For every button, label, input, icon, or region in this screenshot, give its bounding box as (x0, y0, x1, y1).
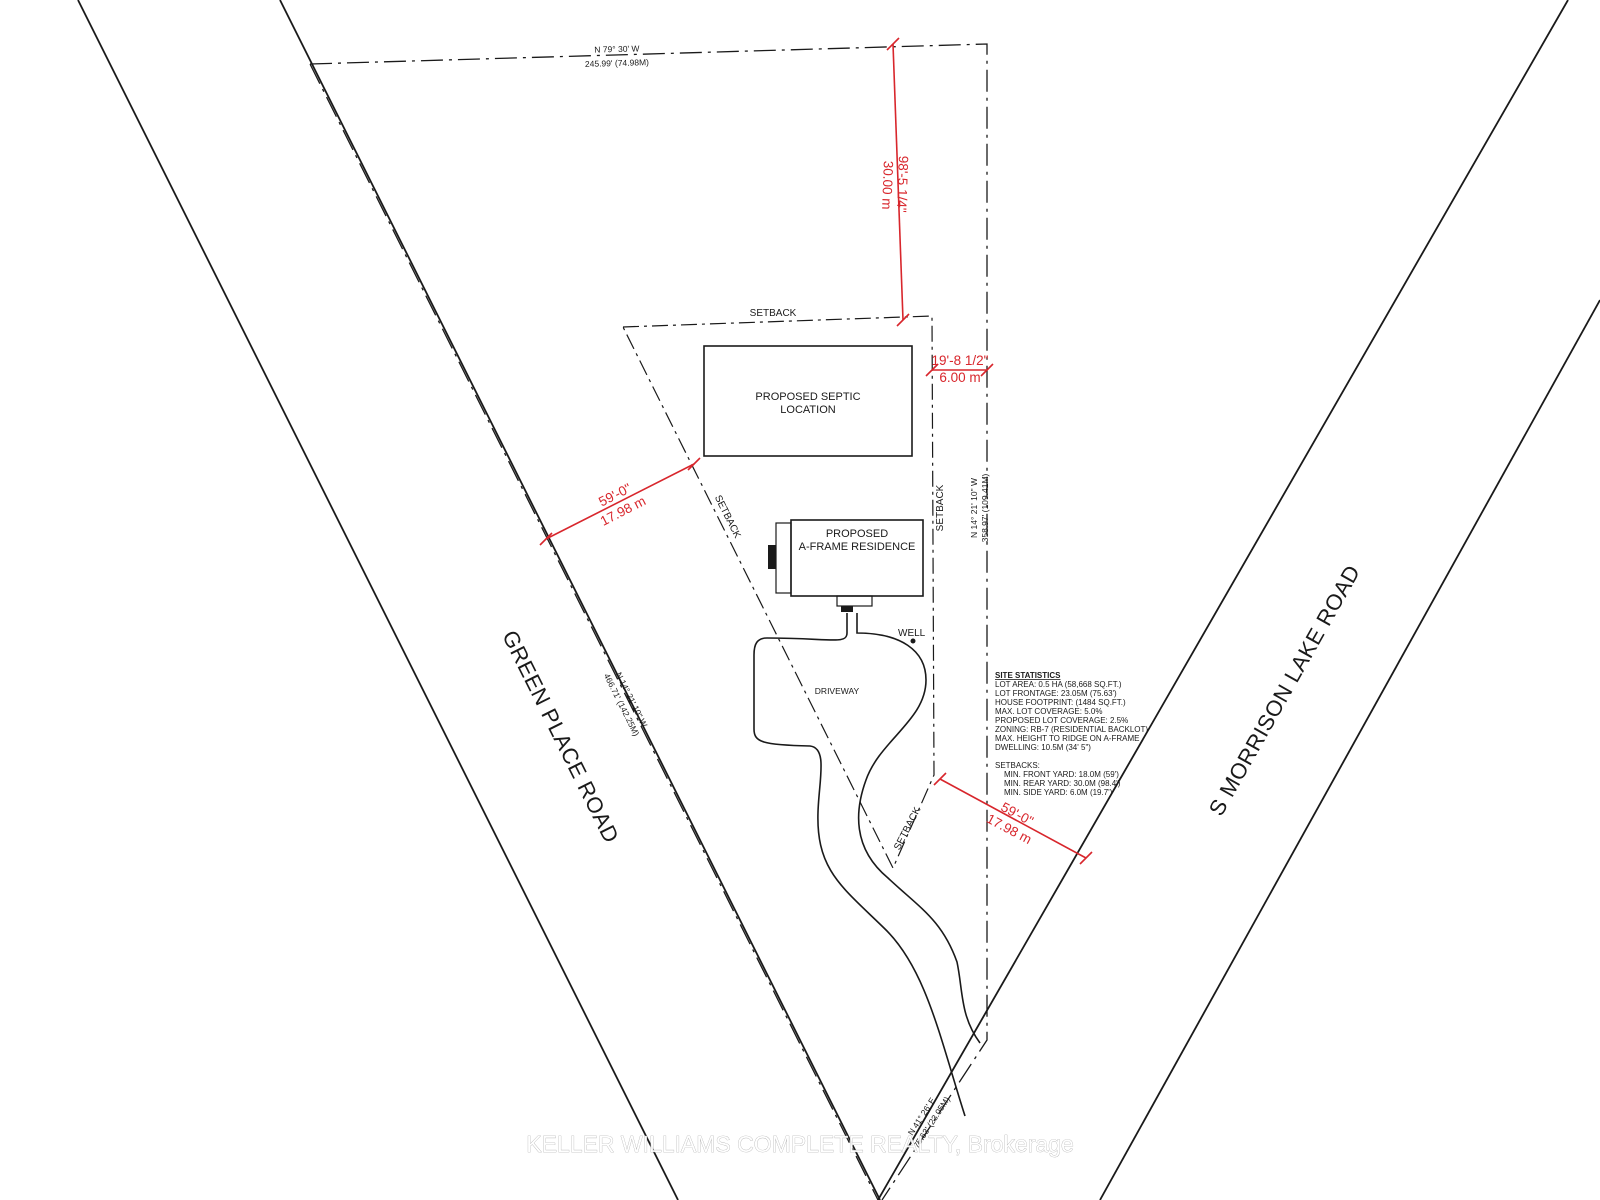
well-label: WELL (898, 628, 926, 639)
setbacks-title: SETBACKS: (995, 761, 1040, 770)
site-statistics: SITE STATISTICS LOT AREA: 0.5 HA (58,668… (995, 671, 1148, 797)
property-boundary (309, 43, 988, 1200)
setback-label-top: SETBACK (750, 308, 797, 319)
dimension-side (925, 363, 994, 377)
site-stat-line: HOUSE FOOTPRINT: (1484 SQ.FT.) (995, 698, 1126, 707)
setback-label-right: SETBACK (935, 484, 946, 531)
site-stat-line: MAX. LOT COVERAGE: 5.0% (995, 707, 1102, 716)
side-dim-metric: 6.00 m (939, 370, 980, 385)
green-place-road-edge-outer (77, 0, 679, 1200)
dimension-front-right (933, 772, 1093, 865)
septic-area (703, 345, 913, 457)
site-stat-line: DWELLING: 10.5M (34' 5") (995, 743, 1091, 752)
site-stat-line: MAX. HEIGHT TO RIDGE ON A-FRAME (995, 734, 1139, 743)
north-length: 245.99' (74.98M) (585, 57, 649, 69)
driveway-label: DRIVEWAY (815, 686, 860, 696)
brokerage-watermark: KELLER WILLIAMS COMPLETE REALTY, Brokera… (526, 1131, 1074, 1157)
driveway-outline (753, 613, 981, 1117)
morrison-road-edge-outer (1099, 299, 1600, 1200)
setback-stat-line: MIN. FRONT YARD: 18.0M (59') (1004, 770, 1119, 779)
dimension-front-left (539, 457, 701, 546)
morrison-road-edge-inner (877, 0, 1569, 1200)
setback-label-bottom: SETBACK (892, 805, 923, 852)
setback-envelope (622, 315, 935, 870)
site-stats-title: SITE STATISTICS (995, 671, 1061, 680)
road-label-morrison: S MORRISON LAKE ROAD (1204, 561, 1366, 820)
road-label-green-place: GREEN PLACE ROAD (497, 626, 624, 847)
green-place-road-edge-inner (279, 0, 881, 1200)
dimension-rear (886, 37, 910, 327)
septic-label-2: LOCATION (780, 404, 835, 416)
setback-label-left: SETBACK (712, 494, 743, 541)
east-length: 358.97' (109.41M) (980, 473, 990, 542)
setback-stat-line: MIN. SIDE YARD: 6.0M (19.7') (1004, 788, 1113, 797)
site-stat-line: LOT FRONTAGE: 23.05M (75.63') (995, 689, 1117, 698)
east-bearing: N 14° 21' 10" W (969, 478, 979, 538)
rear-dim-metric: 30.00 m (879, 161, 896, 210)
setback-stat-line: MIN. REAR YARD: 30.0M (98.4') (1004, 779, 1121, 788)
residence-label-1: PROPOSED (826, 528, 888, 540)
well-icon (910, 638, 916, 644)
rear-dim-imperial: 98'-5 1/4" (894, 155, 911, 213)
side-dim-imperial: 19'-8 1/2" (932, 353, 989, 368)
residence-footprint (768, 519, 924, 612)
north-bearing: N 79° 30' W (594, 43, 639, 54)
site-stat-line: PROPOSED LOT COVERAGE: 2.5% (995, 716, 1128, 725)
residence-label-2: A-FRAME RESIDENCE (799, 541, 916, 553)
site-stat-line: ZONING: RB-7 (RESIDENTIAL BACKLOT) (995, 725, 1148, 734)
site-stat-line: LOT AREA: 0.5 HA (58,668 SQ.FT.) (995, 680, 1122, 689)
septic-label-1: PROPOSED SEPTIC (755, 391, 860, 403)
